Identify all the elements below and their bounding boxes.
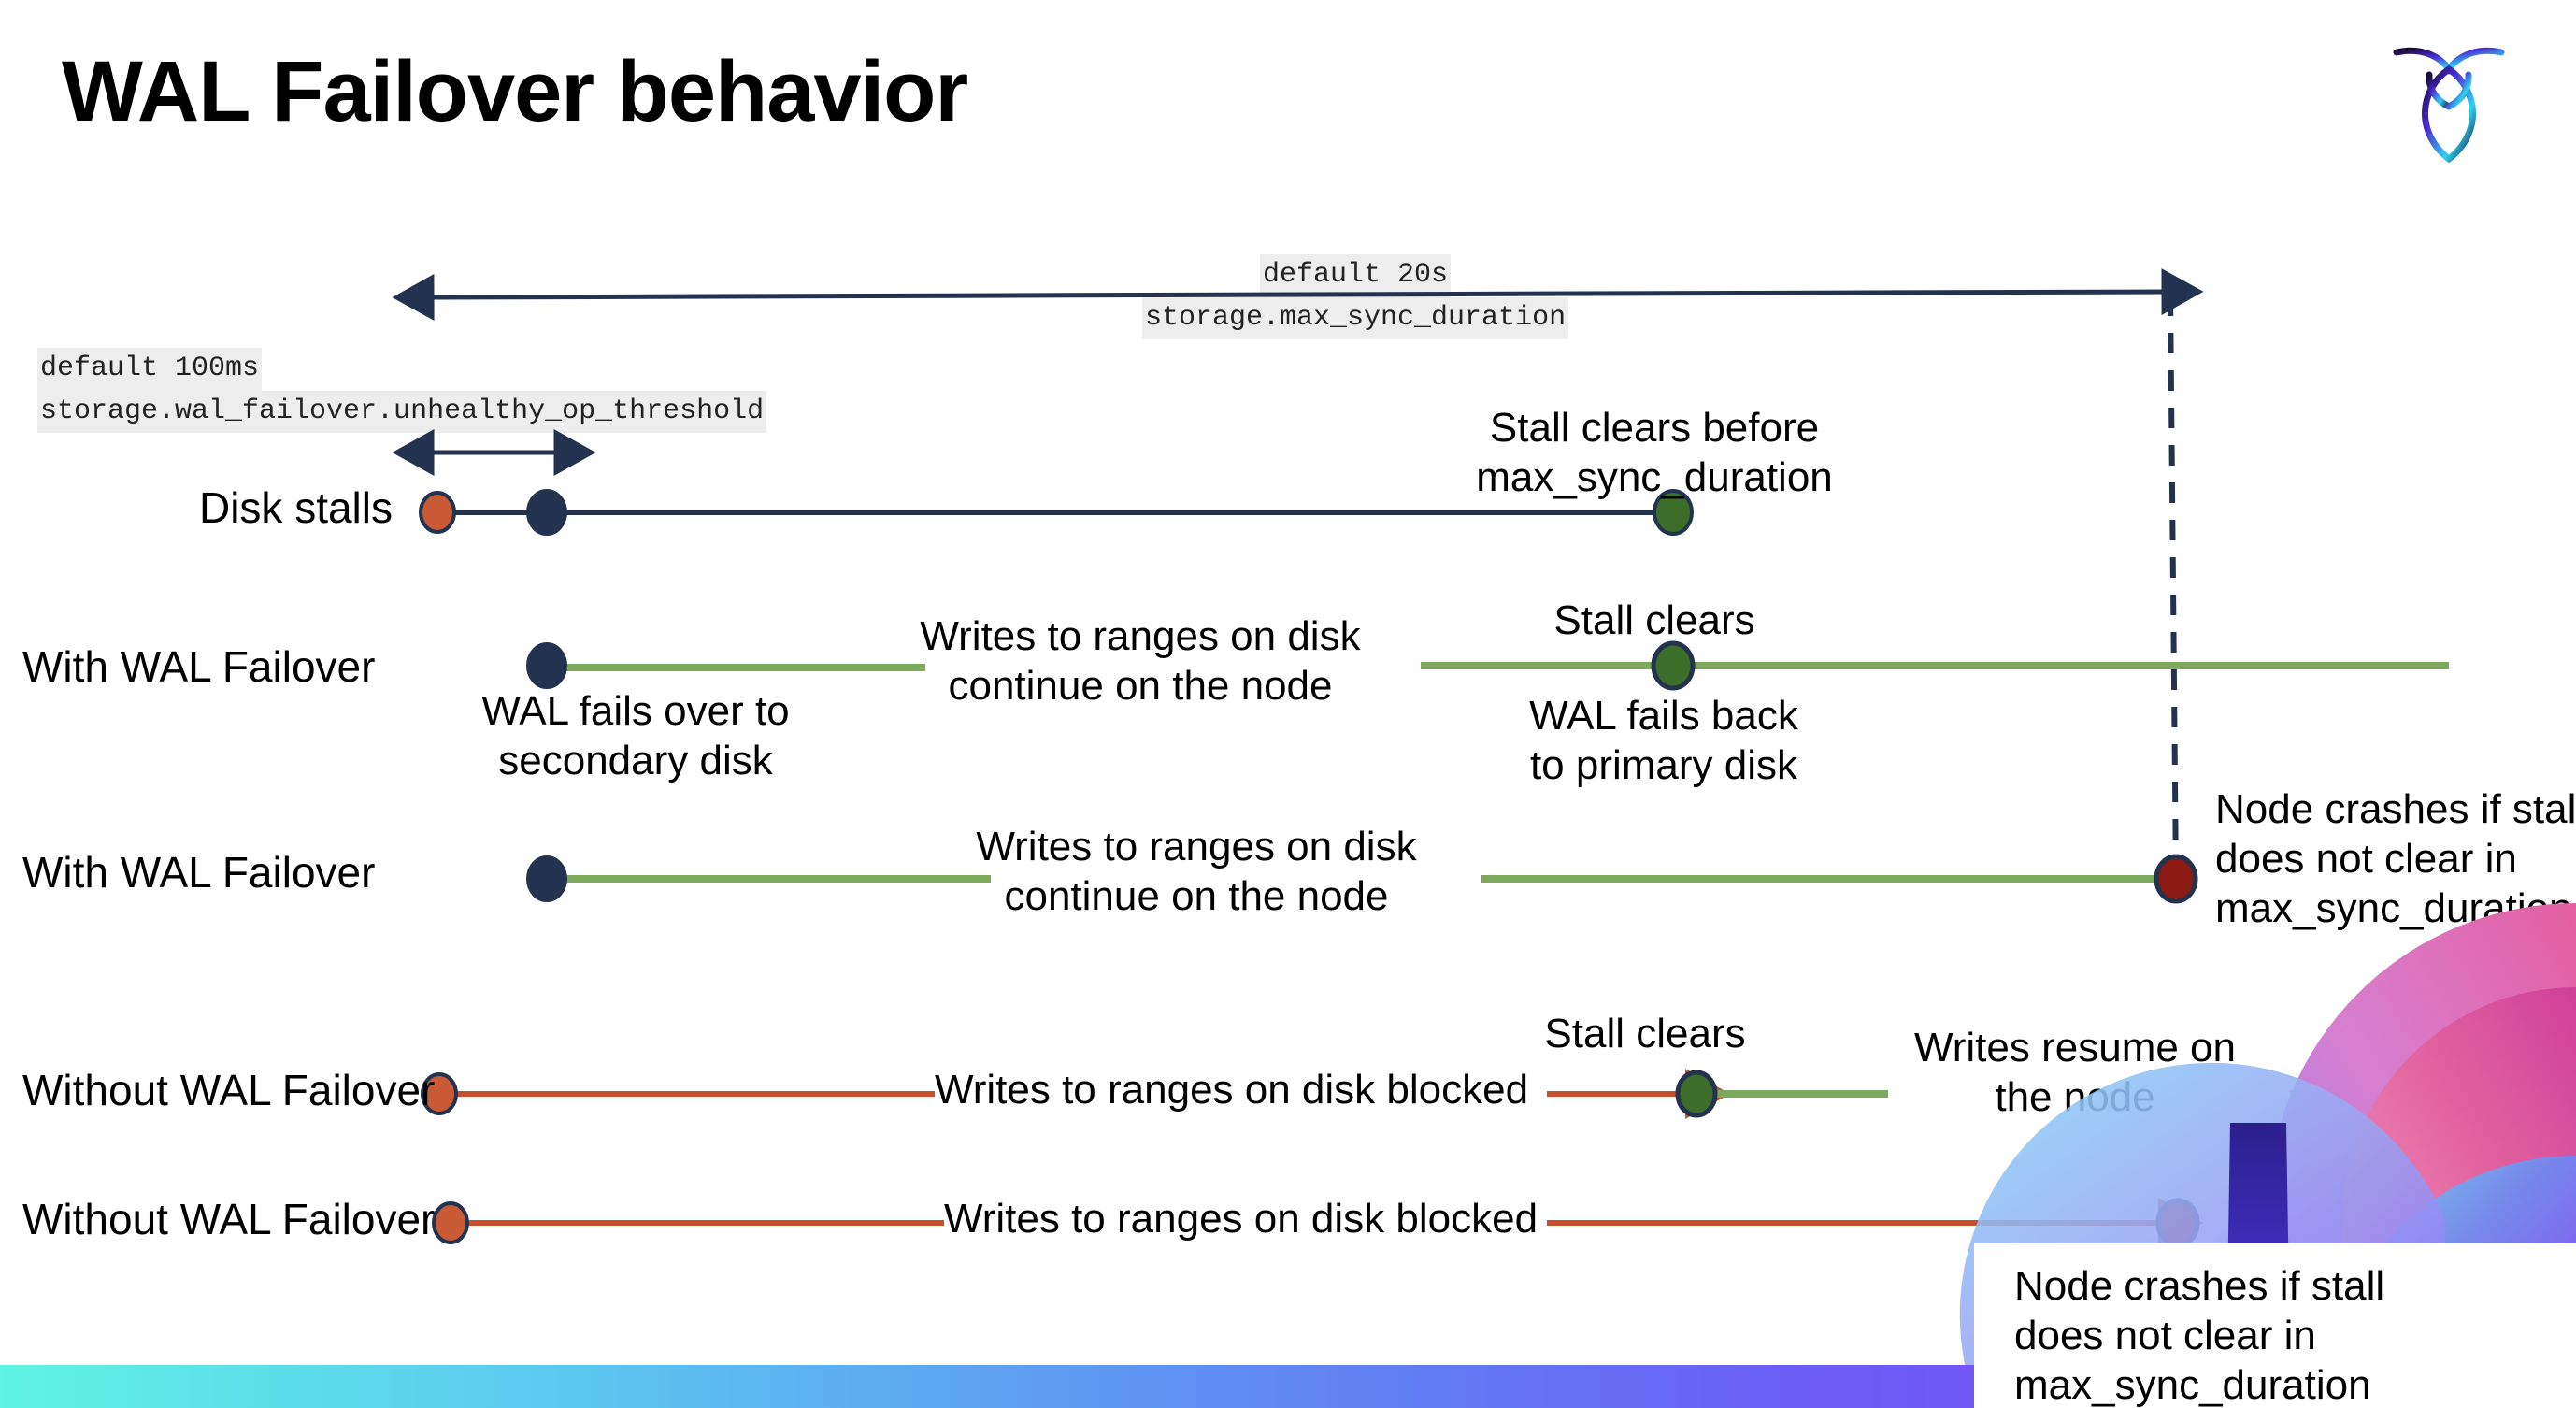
unhealthy-threshold-dot xyxy=(526,489,567,536)
row-label-with-wal-failover-2: With WAL Failover xyxy=(22,848,376,897)
stall-begins-dot-row5 xyxy=(432,1201,469,1244)
wal-fails-over-dot xyxy=(526,642,567,689)
note-stall-clears-row4: Stall clears xyxy=(1544,1011,1746,1056)
note-line: Node crashes if stall xyxy=(2215,786,2576,832)
note-line: max_sync_duration xyxy=(2014,1361,2371,1408)
note-writes-continue-row2: Writes to ranges on disk continue on the… xyxy=(897,612,1383,711)
annotation-unhealthy-default: default 100ms xyxy=(37,348,263,391)
max-sync-duration-guide-line xyxy=(2168,295,2179,880)
note-node-crashes-row5: Node crashes if stall does not clear in … xyxy=(2014,1262,2426,1408)
note-line: continue on the node xyxy=(948,662,1333,709)
stall-clears-dot-row4 xyxy=(1675,1070,1718,1118)
note-line: max_sync_duration xyxy=(2215,884,2572,931)
note-stall-clears-before: Stall clears before max_sync_duration xyxy=(1458,404,1851,503)
note-writes-blocked-row4: Writes to ranges on disk blocked xyxy=(935,1067,1529,1113)
note-writes-continue-row3: Writes to ranges on disk continue on the… xyxy=(953,823,1439,922)
note-stall-clears-row2: Stall clears xyxy=(1553,597,1755,643)
note-wal-fails-over: WAL fails over to secondary disk xyxy=(439,687,832,786)
row-label-disk-stalls: Disk stalls xyxy=(198,483,393,532)
wal-fails-over-dot-2 xyxy=(526,855,567,902)
annotation-unhealthy-op-threshold: default 100ms storage.wal_failover.unhea… xyxy=(37,348,767,433)
disk-stall-start-dot xyxy=(419,491,456,534)
note-line: Stall clears before xyxy=(1489,405,1820,451)
stall-begins-dot-row4 xyxy=(421,1072,458,1115)
row-disk-stalls-track xyxy=(419,489,1694,536)
node-crash-dot-2 xyxy=(2155,1198,2200,1248)
note-line: does not clear in xyxy=(2215,835,2517,882)
note-line: to primary disk xyxy=(1529,741,1798,788)
note-line: Writes to ranges on disk xyxy=(976,824,1417,869)
stall-clears-dot-row2 xyxy=(1651,640,1696,691)
note-line: the node xyxy=(1995,1073,2155,1120)
note-line: Writes to ranges on disk xyxy=(920,613,1361,659)
note-line: secondary disk xyxy=(498,737,773,783)
max-sync-duration-span-arrow xyxy=(392,268,2204,321)
note-writes-resume: Writes resume on the node xyxy=(1897,1024,2253,1123)
row-label-without-wal-failover-2: Without WAL Failover xyxy=(22,1195,436,1243)
note-writes-blocked-row5: Writes to ranges on disk blocked xyxy=(944,1196,1538,1242)
row-without-failover-1-track xyxy=(421,1069,2454,1119)
note-wal-fails-back: WAL fails back to primary disk xyxy=(1505,692,1823,791)
note-line: WAL fails over to xyxy=(481,688,790,734)
note-node-crashes-row3: Node crashes if stall does not clear in … xyxy=(2215,785,2576,933)
cockroachdb-logo xyxy=(2385,28,2512,168)
note-line: does not clear in xyxy=(2014,1312,2316,1358)
row-label-with-wal-failover-1: With WAL Failover xyxy=(22,642,376,691)
note-line: max_sync_duration xyxy=(1476,453,1833,500)
node-crash-dot-1 xyxy=(2154,854,2198,904)
stall-clears-dot-row1 xyxy=(1653,489,1694,536)
row-with-failover-2-track xyxy=(526,854,2198,904)
note-line: WAL fails back xyxy=(1529,693,1798,739)
annotation-unhealthy-setting: storage.wal_failover.unhealthy_op_thresh… xyxy=(37,390,767,433)
note-line: Writes resume on xyxy=(1914,1025,2236,1070)
row-label-without-wal-failover-1: Without WAL Failover xyxy=(22,1066,436,1114)
note-line: Node crashes if stall xyxy=(2014,1263,2385,1309)
row-with-failover-1-track xyxy=(526,640,2449,691)
note-line: continue on the node xyxy=(1004,872,1389,919)
page-title: WAL Failover behavior xyxy=(62,44,968,139)
